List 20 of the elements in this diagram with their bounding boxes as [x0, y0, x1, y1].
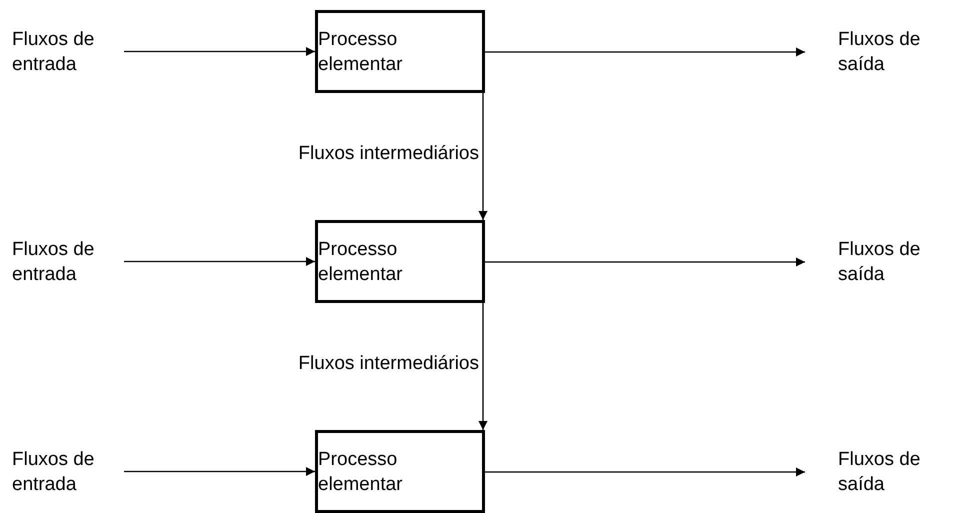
flow-label: Fluxos de entrada [12, 237, 132, 287]
process-box [315, 10, 485, 93]
arrow [124, 47, 315, 56]
flow-label: Fluxos de saída [838, 237, 950, 287]
arrow [478, 303, 488, 430]
arrow [124, 467, 315, 476]
arrow [478, 93, 488, 220]
flow-label: Fluxos de entrada [12, 27, 132, 77]
process-box [315, 430, 485, 513]
flow-label: Fluxos de saída [838, 27, 950, 77]
process-box [315, 220, 485, 303]
arrow [485, 468, 805, 476]
arrow [124, 257, 315, 266]
process-label: Processo elementar [318, 448, 404, 496]
flow-label: Fluxos de entrada [12, 447, 132, 497]
process-label: Processo elementar [318, 238, 404, 286]
process-label: Processo elementar [318, 28, 404, 76]
flow-label: Fluxos de saída [838, 447, 950, 497]
arrow [485, 48, 805, 56]
arrow [485, 258, 805, 266]
